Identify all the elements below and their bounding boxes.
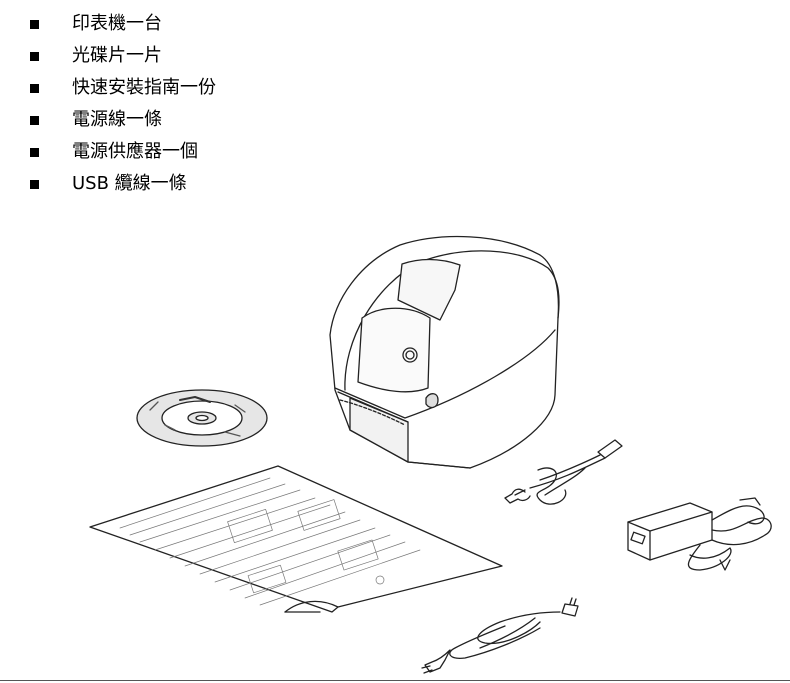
cd-icon	[136, 389, 268, 447]
square-bullet-icon	[30, 19, 39, 29]
item-label: 快速安裝指南一份	[72, 77, 216, 98]
power-cord-icon	[421, 597, 579, 674]
item-label: USB 纜線一條	[72, 173, 187, 194]
bottom-rule	[0, 680, 790, 681]
square-bullet-icon	[30, 147, 39, 157]
item-label: 光碟片一片	[72, 45, 162, 66]
square-bullet-icon	[30, 179, 39, 189]
power-adapter-icon	[627, 497, 772, 571]
printer-icon	[329, 235, 560, 469]
item-label: 電源供應器一個	[72, 141, 198, 162]
square-bullet-icon	[30, 83, 39, 93]
list-item: 光碟片一片	[30, 40, 216, 72]
square-bullet-icon	[30, 51, 39, 61]
quick-guide-icon	[89, 465, 503, 613]
usb-cable-icon	[504, 439, 623, 505]
list-item: USB 纜線一條	[30, 168, 216, 200]
list-item: 電源供應器一個	[30, 136, 216, 168]
package-contents-list: 印表機一台 光碟片一片 快速安裝指南一份 電源線一條 電源供應器一個 USB 纜…	[30, 8, 216, 200]
item-label: 印表機一台	[72, 13, 162, 34]
item-label: 電源線一條	[72, 109, 162, 130]
list-item: 快速安裝指南一份	[30, 72, 216, 104]
square-bullet-icon	[30, 115, 39, 125]
list-item: 印表機一台	[30, 8, 216, 40]
list-item: 電源線一條	[30, 104, 216, 136]
